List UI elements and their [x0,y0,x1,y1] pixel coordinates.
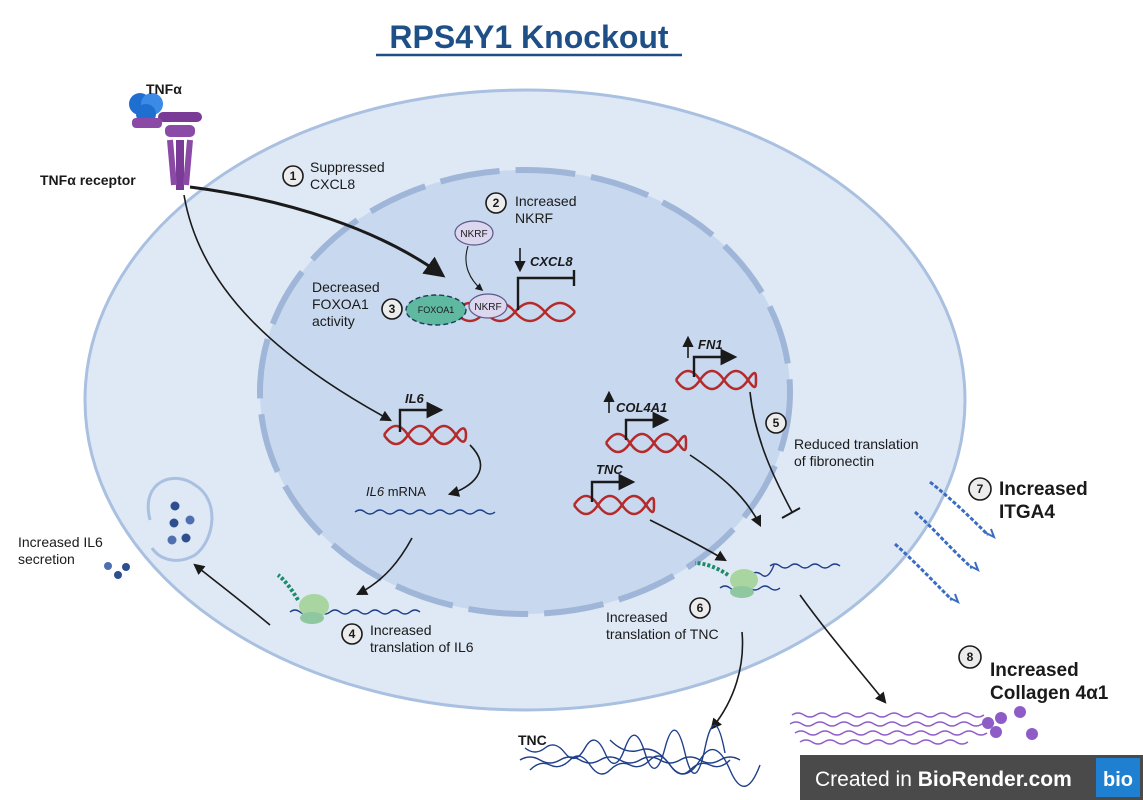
fibronectin-block-bar [781,507,801,519]
il6-secretion-label: Increased IL6 secretion [18,534,107,567]
watermark-text: Created in BioRender.com [815,768,1072,791]
biorender-watermark: Created in BioRender.com bio [800,755,1143,800]
arrow-receptor-to-foxoa1 [189,185,446,278]
foxoa1-label: FOXOA1 [418,305,455,315]
arrow-il6-transcription [447,444,482,497]
secretory-vesicle [104,476,214,579]
svg-text:2: 2 [493,196,500,210]
watermark-prefix: Created in [815,768,918,791]
nucleus [260,170,790,614]
il6-mrna-label: IL6 mRNA [366,484,426,499]
watermark-brand: BioRender.com [918,768,1072,791]
step-1-badge: 1 [282,165,304,187]
nuclear-envelope [257,167,793,617]
step-5-badge: 5 [765,412,787,434]
tnfa-ligand-icon [129,93,163,128]
il6-promoter-arrow [398,401,444,432]
arrow-nkrf-binding [465,245,484,291]
il6-gene-label: IL6 [405,391,425,406]
arrow-collagen-secretion [799,594,887,704]
il6-secretion-line2: secretion [18,551,75,567]
step-2-badge: 2 [485,192,507,214]
tnfa-receptor-label: TNFα receptor [40,172,136,188]
svg-text:1: 1 [290,169,297,183]
step-8-badge: 8 [958,645,982,669]
arrow-receptor-to-il6 [183,194,392,422]
biorender-logo: bio [1103,769,1133,791]
cxcl8-promoter-blocked [516,276,574,310]
tnfa-label: TNFα [146,81,182,97]
arrow-il6-mrna-to-ribosome [356,537,413,596]
tnc-ribosome [694,561,841,598]
step-3-badge: 3 [381,298,403,320]
arrow-tnc-secretion [710,631,744,730]
tnc-secreted-label: TNC [518,732,547,748]
nkrf-bound-protein [468,293,508,319]
il6-secretion-line1: Increased IL6 [18,534,103,550]
itga4-integrins [893,480,996,605]
col4a1-promoter-arrow [624,411,670,440]
il6-mrna-gene: IL6 [366,484,385,499]
step-4-badge: 4 [341,623,363,645]
tnc-gene-label: TNC [596,462,623,477]
col4a1-dna [604,432,688,454]
inhibit-fn1-to-fibronectin [749,391,793,513]
svg-text:6: 6 [697,601,704,615]
tnc-fibers [519,724,761,787]
nkrf-free-protein [454,220,494,246]
tnfa-receptor-icon [158,112,202,190]
step-6-badge: 6 [689,597,711,619]
foxoa1-protein [405,294,467,326]
svg-text:7: 7 [977,482,984,496]
fn1-promoter-arrow [692,348,738,377]
diagram-title: RPS4Y1 Knockout [389,19,669,55]
arrow-col4a1 [689,454,762,528]
il6-mrna-strand [354,509,496,515]
fn1-gene-label: FN1 [698,337,723,352]
il6-ribosome [276,573,421,624]
arrow-il6-to-secretion [193,563,271,626]
svg-text:5: 5 [773,416,780,430]
nkrf-bound-label: NKRF [474,302,501,313]
svg-text:4: 4 [349,627,356,641]
cxcl8-gene-label: CXCL8 [530,254,573,269]
svg-text:3: 3 [389,302,396,316]
collagen-fibers [789,706,1038,745]
svg-text:8: 8 [967,650,974,664]
il6-mrna-suffix: mRNA [384,484,426,499]
tnc-promoter-arrow [590,473,636,502]
nkrf-free-label: NKRF [460,229,487,240]
step-7-badge: 7 [968,477,992,501]
arrow-tnc-to-ribosome [649,519,727,562]
col4a1-gene-label: COL4A1 [616,400,667,415]
